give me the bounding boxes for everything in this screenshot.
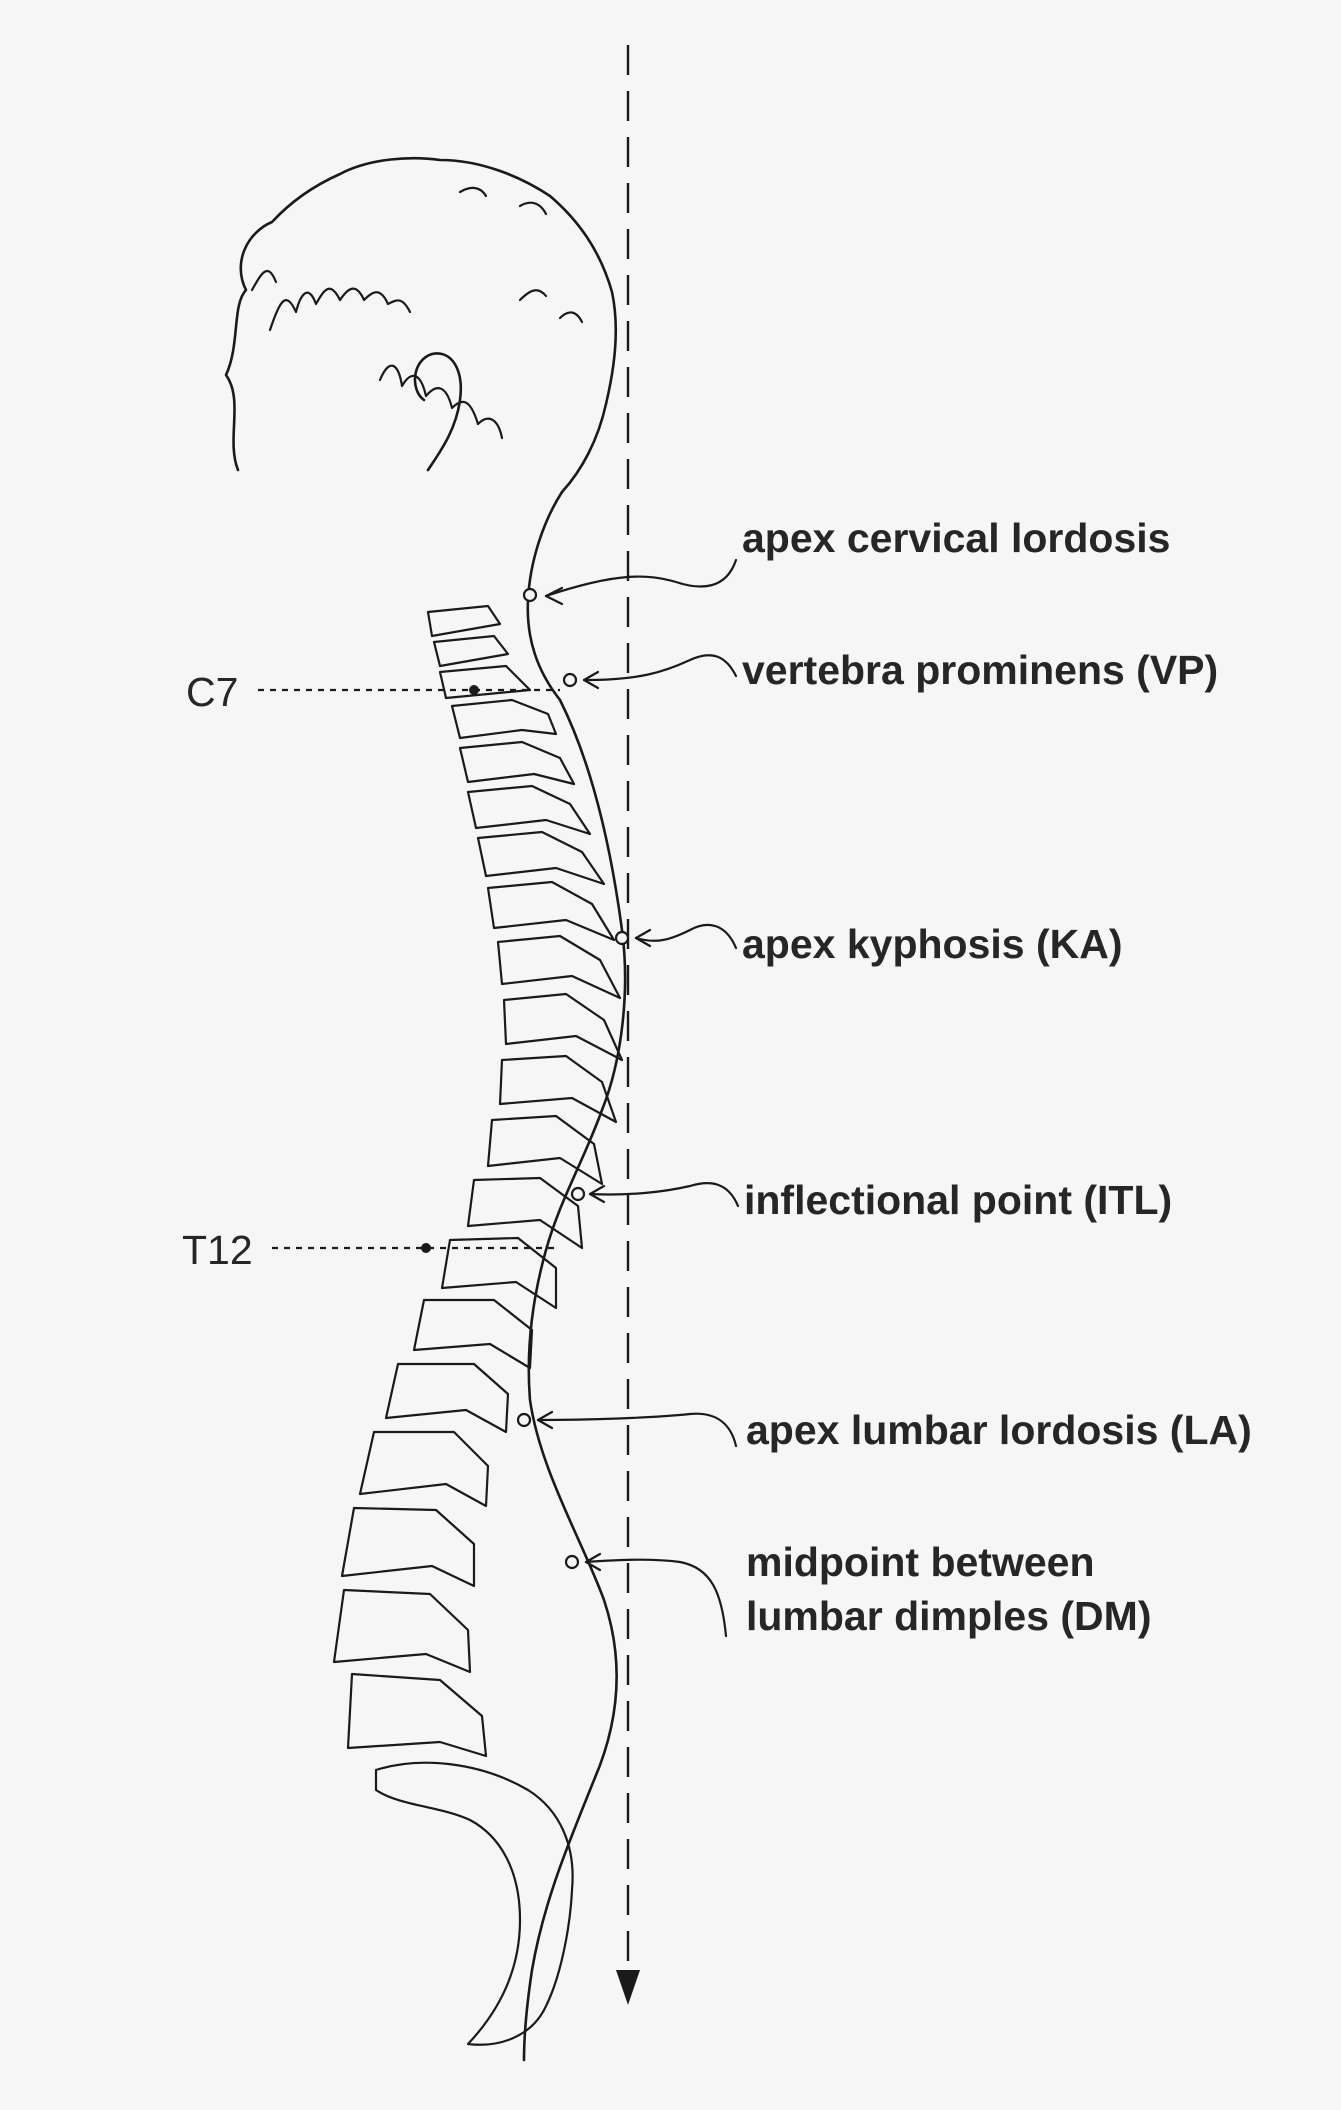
plumb-line: [616, 45, 640, 2005]
arrow-itl: [588, 1182, 740, 1208]
label-vertebra-prominens: vertebra prominens (VP): [742, 647, 1218, 693]
dot-ka: [614, 930, 630, 946]
dot-vp: [562, 672, 578, 688]
label-c7: C7: [186, 669, 238, 715]
dot-t12: [421, 1243, 431, 1253]
arrow-dm: [584, 1558, 728, 1638]
label-t12: T12: [182, 1227, 253, 1273]
landmark-dots: [421, 587, 630, 1570]
label-dm-line2: lumbar dimples (DM): [746, 1593, 1151, 1639]
back-outline: [522, 698, 627, 2062]
label-inflectional-point: inflectional point (ITL): [744, 1177, 1172, 1223]
arrow-la: [536, 1412, 738, 1448]
arrow-cervical: [544, 558, 738, 598]
label-apex-kyphosis: apex kyphosis (KA): [742, 921, 1123, 967]
dot-itl: [570, 1186, 586, 1202]
arrow-ka: [634, 923, 738, 950]
label-apex-lumbar-lordosis: apex lumbar lordosis (LA): [746, 1407, 1252, 1453]
label-apex-cervical-lordosis: apex cervical lordosis: [742, 515, 1170, 561]
label-dm-line1: midpoint between: [746, 1539, 1095, 1585]
dot-cervical: [522, 587, 538, 603]
leader-arrows: [536, 558, 740, 1638]
dot-dm: [564, 1554, 580, 1570]
head-outline: [224, 156, 618, 702]
vertebral-column: [332, 604, 624, 2046]
plumb-arrowhead: [616, 1970, 640, 2005]
arrow-vp: [582, 654, 738, 682]
dot-la: [516, 1412, 532, 1428]
